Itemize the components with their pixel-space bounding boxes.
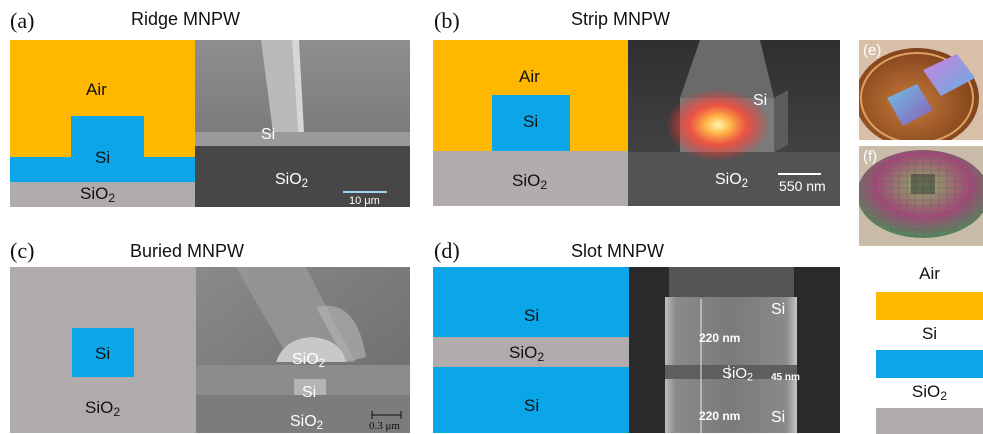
slot-sem-image: Si 220 nm SiO2 45 nm 220 nm Si <box>629 267 840 433</box>
panel-a-title: Ridge MNPW <box>131 9 241 29</box>
ridge-sem-graphic <box>195 40 410 207</box>
buried-sem-image: SiO2 Si SiO2 0.3 μm <box>196 267 410 433</box>
si-slab <box>10 157 195 182</box>
air-label: Air <box>519 67 540 86</box>
sem-si-label: Si <box>302 384 317 401</box>
si-bottom-layer <box>433 367 629 433</box>
scale-bar-label: 550 nm <box>779 178 826 194</box>
slot-sem-graphic <box>629 267 840 433</box>
sem-height-bottom-label: 220 nm <box>699 409 741 423</box>
si-ridge <box>71 116 144 157</box>
sem-sio2-label: SiO2 <box>275 171 309 190</box>
legend-si-swatch <box>876 350 983 378</box>
sem-gap-label: 45 nm <box>771 372 800 383</box>
si-strip <box>492 95 570 151</box>
chip-on-coin-graphic <box>859 40 983 140</box>
sem-si-label: Si <box>753 92 768 109</box>
si-top-label: Si <box>524 306 540 325</box>
sem-sio2-label: SiO2 <box>715 171 749 190</box>
panel-e-label: (e) <box>863 42 882 59</box>
chip-on-coin-photo: (e) <box>859 40 983 140</box>
legend-sio2-label: SiO2 <box>911 382 948 404</box>
material-legend: Air Si SiO2 <box>876 262 983 434</box>
sem-sio2-bottom-label: SiO2 <box>290 413 324 432</box>
sem-sio2-top-label: SiO2 <box>292 351 326 370</box>
buried-schematic: Si SiO2 <box>10 267 196 433</box>
panel-b-title: Strip MNPW <box>571 9 670 29</box>
scale-bar-label: 10 μm <box>349 195 380 207</box>
sem-sio2-label: SiO2 <box>722 365 754 384</box>
strip-sem-image: Si SiO2 550 nm <box>628 40 840 206</box>
panel-a-label: (a) <box>10 8 35 33</box>
legend-air-swatch <box>876 292 983 320</box>
sem-si-label: Si <box>261 126 276 143</box>
sio2-substrate <box>433 151 628 206</box>
legend-sio2-swatch <box>876 408 983 434</box>
panel-c-title: Buried MNPW <box>130 241 245 261</box>
si-top-layer <box>433 267 629 337</box>
slot-schematic: Si SiO2 Si <box>433 267 629 433</box>
strip-schematic: Air Si SiO2 <box>433 40 628 206</box>
panel-d-title: Slot MNPW <box>571 241 665 261</box>
si-bottom-label: Si <box>524 396 540 415</box>
strip-sem-graphic <box>628 40 840 206</box>
sio2-label: SiO2 <box>512 171 548 193</box>
air-label: Air <box>86 80 107 99</box>
legend-air-label: Air <box>919 264 940 283</box>
wafer-graphic <box>859 146 983 246</box>
panel-f-label: (f) <box>863 148 878 165</box>
sio2-label: SiO2 <box>85 398 121 420</box>
sem-height-top-label: 220 nm <box>699 331 741 345</box>
buried-sem-graphic <box>196 267 410 433</box>
sio2-slot-layer <box>433 337 629 367</box>
sio2-substrate <box>10 182 195 207</box>
sem-si-top-label: Si <box>771 301 786 318</box>
panel-b-label: (b) <box>434 8 460 33</box>
wafer-photo: (f) <box>859 146 983 246</box>
scale-bar-label: 0.3 μm <box>369 420 400 432</box>
si-core <box>72 328 134 377</box>
legend-si-label: Si <box>921 324 938 343</box>
si-label: Si <box>523 112 539 131</box>
ridge-schematic: Air Si SiO2 <box>10 40 195 207</box>
panel-c-label: (c) <box>10 238 35 263</box>
sio2-label: SiO2 <box>80 184 116 206</box>
si-label: Si <box>95 344 111 363</box>
panel-d-label: (d) <box>434 238 460 263</box>
si-label: Si <box>95 148 111 167</box>
ridge-sem-image: Si SiO2 10 μm <box>195 40 410 207</box>
sem-si-bottom-label: Si <box>771 409 786 426</box>
sio2-label: SiO2 <box>509 343 545 365</box>
